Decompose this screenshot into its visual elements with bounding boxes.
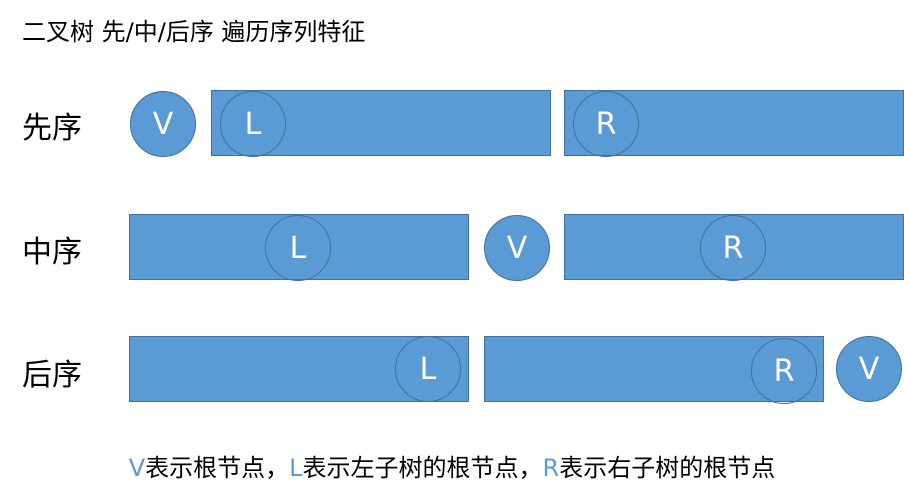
legend-l-key: L [289,454,303,482]
postorder-right-root-node: R [751,338,817,404]
diagram-title: 二叉树 先/中/后序 遍历序列特征 [22,18,366,46]
preorder-root-node: V [130,91,196,157]
legend-v-text: 表示根节点， [145,454,290,482]
legend-l-text: 表示左子树的根节点， [302,454,543,482]
inorder-right-root-node: R [700,215,766,281]
preorder-right-root-node: R [573,91,639,157]
preorder-left-root-node: L [220,91,286,157]
legend-v-key: V [128,454,146,482]
row-label-preorder: 先序 [22,111,82,146]
row-label-postorder: 后序 [22,358,82,393]
inorder-left-root-node: L [265,215,331,281]
postorder-left-root-node: L [395,336,461,402]
legend: V表示根节点，L表示左子树的根节点，R表示右子树的根节点 [0,448,904,483]
inorder-root-node: V [484,215,550,281]
row-label-inorder: 中序 [22,235,82,270]
postorder-root-node: V [836,336,902,402]
legend-r-text: 表示右子树的根节点 [559,454,776,482]
legend-r-key: R [542,454,560,482]
